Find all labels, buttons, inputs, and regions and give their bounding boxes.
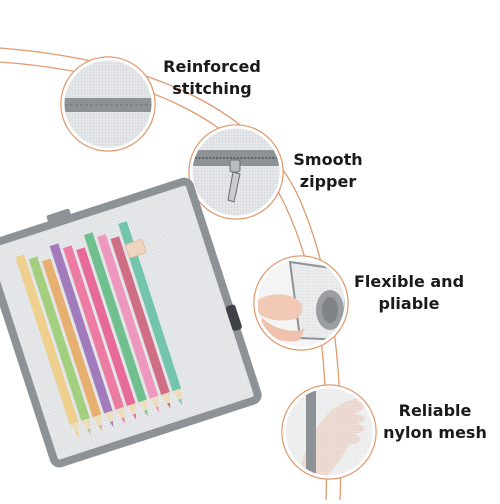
feature-label-line: Flexible and <box>353 272 465 291</box>
feature-label-smooth-zipper: Smooth zipper <box>282 149 374 193</box>
feature-label-reinforced-stitching: Reinforced stitching <box>150 56 274 100</box>
reinforced-stitching-detail <box>60 56 156 152</box>
pencil-pouch <box>0 177 262 468</box>
feature-label-line: zipper <box>299 172 357 191</box>
rolled-pouch-detail <box>253 255 349 351</box>
zipper-pull-detail <box>188 124 284 220</box>
feature-label-line: stitching <box>172 79 252 98</box>
feature-label-line: Smooth <box>293 150 363 169</box>
feature-label-line: Reinforced <box>163 57 261 76</box>
feature-label-flexible-pliable: Flexible and pliable <box>346 271 472 315</box>
hand-behind-mesh-detail <box>281 384 377 480</box>
feature-label-line: nylon mesh <box>383 423 487 442</box>
feature-label-line: Reliable <box>398 401 472 420</box>
feature-label-line: pliable <box>378 294 440 313</box>
feature-label-reliable-nylon-mesh: Reliable nylon mesh <box>372 400 498 444</box>
